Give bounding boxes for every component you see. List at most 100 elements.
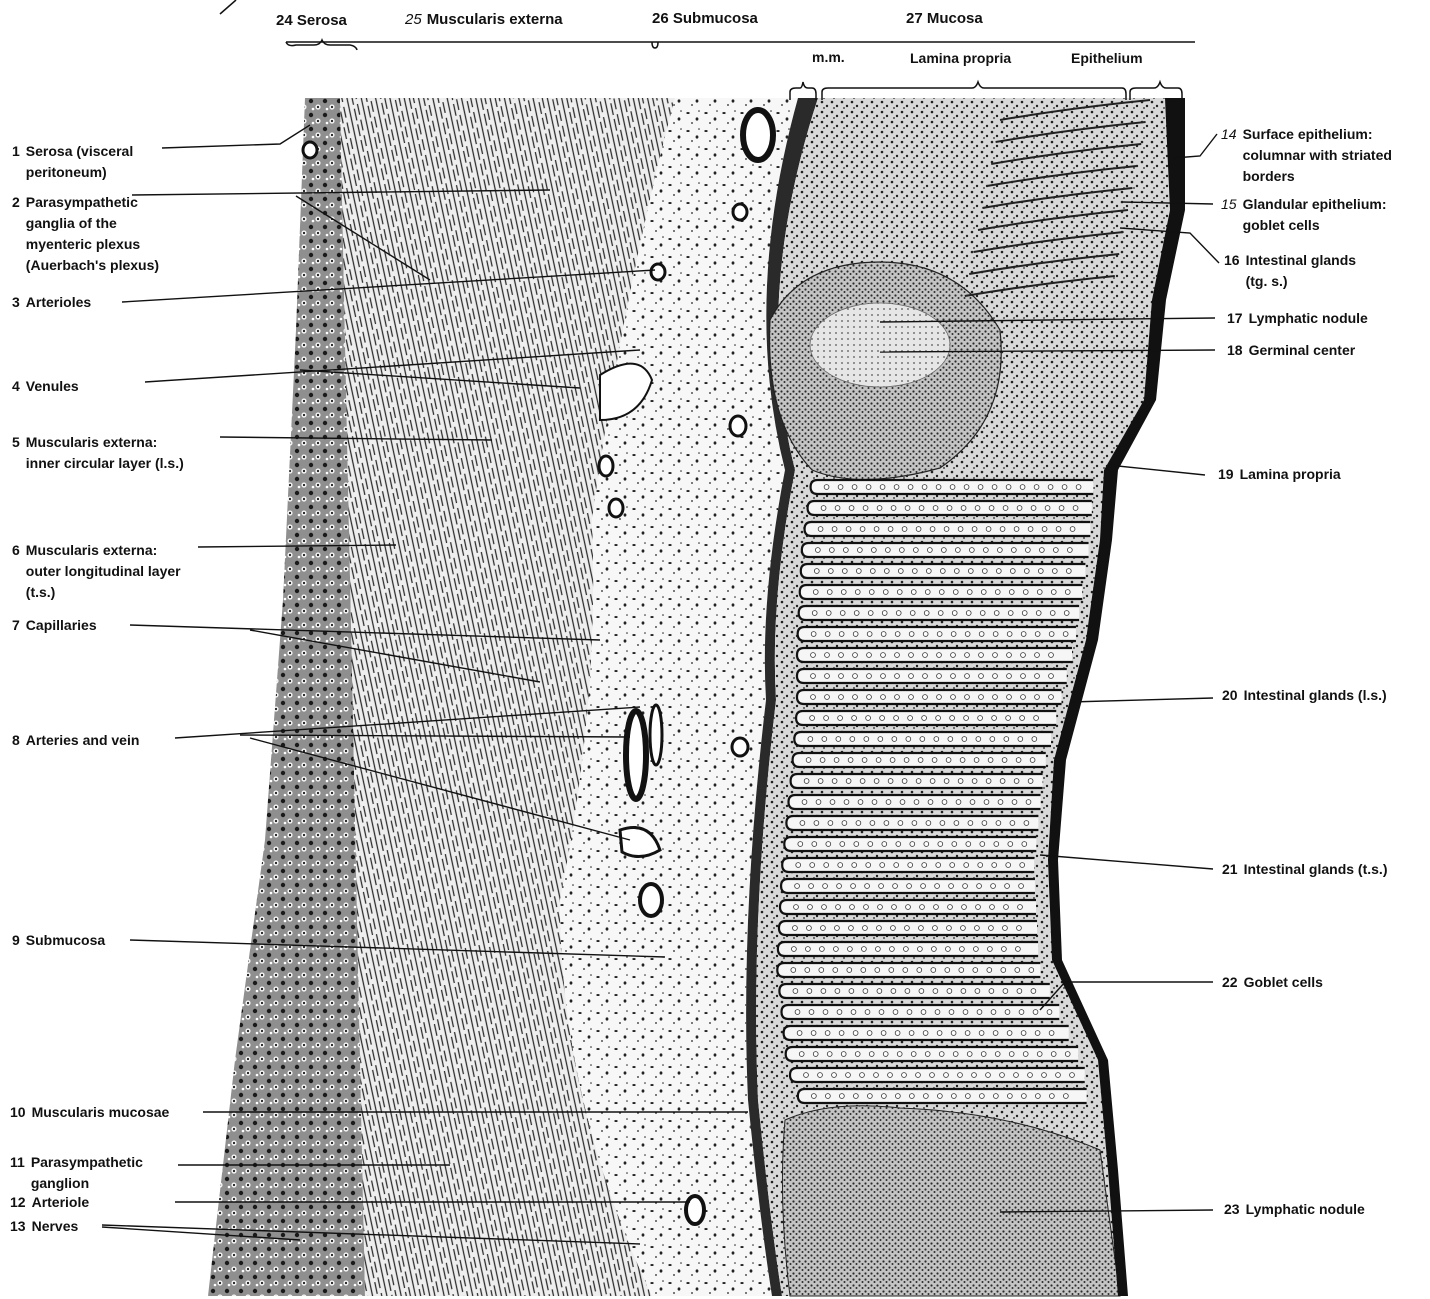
goblet-cell	[916, 779, 921, 784]
goblet-cell	[994, 611, 999, 616]
goblet-cell	[844, 800, 849, 805]
label-number: 19	[1218, 466, 1234, 482]
goblet-cell	[1000, 527, 1005, 532]
goblet-cell	[902, 1073, 907, 1078]
label-16-intestinal-glands-tg: 16Intestinal glands (tg. s.)	[1224, 250, 1356, 292]
goblet-cell	[980, 611, 985, 616]
label-9-submucosa: 9Submucosa	[12, 930, 105, 951]
goblet-cell	[837, 884, 842, 889]
goblet-cell	[986, 527, 991, 532]
goblet-cell	[998, 800, 1003, 805]
goblet-cell	[1063, 632, 1068, 637]
goblet-cell	[858, 800, 863, 805]
goblet-cell	[890, 758, 895, 763]
goblet-cell	[980, 842, 985, 847]
label-1-serosa: 1Serosa (visceral peritoneum)	[12, 141, 133, 183]
region-label-submucosa: 26 Submucosa	[652, 10, 758, 27]
goblet-cell	[955, 548, 960, 553]
goblet-cell	[877, 926, 882, 931]
goblet-cell	[1066, 569, 1071, 574]
goblet-cell	[822, 905, 827, 910]
goblet-cell	[898, 821, 903, 826]
region-text: Serosa	[297, 12, 347, 29]
goblet-cell	[853, 1094, 858, 1099]
goblet-cell	[819, 968, 824, 973]
goblet-cell	[1028, 779, 1033, 784]
goblet-cell	[805, 968, 810, 973]
goblet-cell	[827, 590, 832, 595]
goblet-cell	[1070, 527, 1075, 532]
goblet-cell	[825, 653, 830, 658]
goblet-cell	[876, 947, 881, 952]
goblet-cell	[970, 800, 975, 805]
goblet-cell	[877, 506, 882, 511]
goblet-cell	[965, 1031, 970, 1036]
goblet-cell	[1021, 695, 1026, 700]
goblet-cell	[891, 926, 896, 931]
goblet-cell	[912, 569, 917, 574]
label-text: Goblet cells	[1244, 972, 1323, 993]
goblet-cell	[866, 863, 871, 868]
region-number: 25	[405, 11, 422, 28]
goblet-cell	[986, 1073, 991, 1078]
label-4-venules: 4Venules	[12, 376, 79, 397]
goblet-cell	[927, 548, 932, 553]
goblet-cell	[869, 590, 874, 595]
goblet-cell	[954, 569, 959, 574]
goblet-cell	[992, 863, 997, 868]
goblet-cell	[1006, 716, 1011, 721]
goblet-cell	[825, 674, 830, 679]
label-text: Lymphatic nodule	[1249, 308, 1368, 329]
goblet-cell	[1053, 548, 1058, 553]
goblet-cell	[1010, 569, 1015, 574]
goblet-cell	[965, 653, 970, 658]
goblet-cell	[854, 611, 859, 616]
label-text: Lymphatic nodule	[1246, 1199, 1365, 1220]
goblet-cell	[1007, 1094, 1012, 1099]
label-text: Submucosa	[26, 930, 105, 951]
goblet-cell	[797, 1031, 802, 1036]
goblet-cell	[973, 968, 978, 973]
goblet-cell	[936, 863, 941, 868]
goblet-cell	[966, 842, 971, 847]
goblet-cell	[936, 485, 941, 490]
goblet-cell	[793, 989, 798, 994]
goblet-cell	[860, 779, 865, 784]
goblet-cell	[874, 779, 879, 784]
goblet-cell	[922, 716, 927, 721]
goblet-cell	[795, 884, 800, 889]
label-text: Lamina propria	[1240, 464, 1341, 485]
goblet-cell	[1005, 884, 1010, 889]
goblet-cell	[919, 926, 924, 931]
region-number: 27	[906, 10, 923, 27]
goblet-cell	[992, 485, 997, 490]
goblet-cell	[848, 758, 853, 763]
goblet-cell	[939, 590, 944, 595]
goblet-cell	[987, 968, 992, 973]
label-text: Parasympathetic ganglia of the myenteric…	[26, 192, 159, 276]
goblet-cell	[953, 1052, 958, 1057]
goblet-cell	[841, 590, 846, 595]
goblet-cell	[838, 863, 843, 868]
goblet-cell	[990, 905, 995, 910]
goblet-cell	[893, 1010, 898, 1015]
goblet-cell	[895, 632, 900, 637]
goblet-cell	[936, 716, 941, 721]
goblet-cell	[853, 674, 858, 679]
label-text: Glandular epithelium: goblet cells	[1243, 194, 1387, 236]
goblet-cell	[879, 884, 884, 889]
region-number: 24	[276, 12, 293, 29]
goblet-cell	[983, 548, 988, 553]
goblet-cell	[869, 1052, 874, 1057]
goblet-cell	[865, 884, 870, 889]
goblet-cell	[948, 905, 953, 910]
goblet-cell	[960, 947, 965, 952]
goblet-cell	[946, 758, 951, 763]
goblet-cell	[949, 884, 954, 889]
label-10-muscularis-mucosae: 10Muscularis mucosae	[10, 1102, 169, 1123]
goblet-cell	[933, 506, 938, 511]
goblet-cell	[905, 506, 910, 511]
region-number: 26	[652, 10, 669, 27]
goblet-cell	[1007, 695, 1012, 700]
goblet-cell	[1002, 947, 1007, 952]
